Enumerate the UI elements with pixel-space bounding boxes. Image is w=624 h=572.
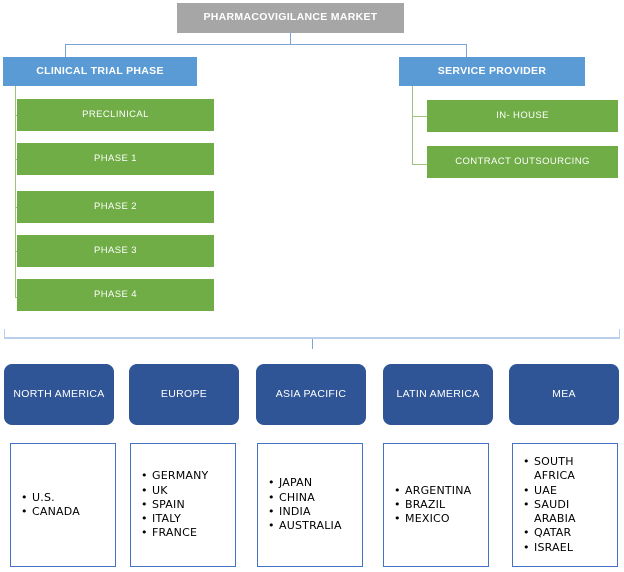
country-list-item: BRAZIL xyxy=(394,498,484,513)
region-node-latin-america: LATIN AMERICA xyxy=(383,364,493,425)
connector-service-to-in-house xyxy=(412,116,427,117)
region-node-europe: EUROPE xyxy=(129,364,239,425)
country-list-item: SPAIN xyxy=(141,498,231,513)
connector-root-horizontal xyxy=(65,44,467,45)
branch-node-clinical-trial-phase: CLINICAL TRIAL PHASE xyxy=(3,57,197,86)
leaf-node-phase-1: PHASE 1 xyxy=(17,143,214,175)
connector-to-clinical-trial-phase xyxy=(65,44,66,58)
region-node-asia-pacific: ASIA PACIFIC xyxy=(256,364,366,425)
connector-to-service-provider xyxy=(466,44,467,58)
country-list-items: JAPANCHINAINDIAAUSTRALIA xyxy=(258,476,362,533)
country-list-item: CHINA xyxy=(268,491,358,506)
country-list-item: QATAR xyxy=(523,526,613,541)
country-list-items: ARGENTINABRAZILMEXICO xyxy=(384,484,488,527)
root-node-pharmacovigilance-market: PHARMACOVIGILANCE MARKET xyxy=(177,3,404,33)
country-list-item: AUSTRALIA xyxy=(268,519,358,534)
country-list-items: SOUTH AFRICAUAESAUDI ARABIAQATARISRAEL xyxy=(513,455,617,555)
country-list-item: UAE xyxy=(523,484,613,499)
connector-regional-bracket xyxy=(4,337,620,339)
country-list-item: JAPAN xyxy=(268,476,358,491)
country-list-item: SOUTH AFRICA xyxy=(523,455,613,484)
leaf-node-phase-2: PHASE 2 xyxy=(17,191,214,223)
connector-regional-bracket-center-stem xyxy=(312,339,313,349)
country-list-item: MEXICO xyxy=(394,512,484,527)
country-list-mea: SOUTH AFRICAUAESAUDI ARABIAQATARISRAEL xyxy=(512,443,618,567)
country-list-item: CANADA xyxy=(21,505,111,520)
connector-service-to-contract-outsourcing xyxy=(412,164,427,165)
country-list-item: UK xyxy=(141,484,231,499)
region-node-north-america: NORTH AMERICA xyxy=(4,364,114,425)
country-list-item: ITALY xyxy=(141,512,231,527)
leaf-node-phase-4: PHASE 4 xyxy=(17,279,214,311)
country-list-europe: GERMANYUKSPAINITALYFRANCE xyxy=(130,443,236,567)
region-node-mea: MEA xyxy=(509,364,619,425)
leaf-node-in-house: IN- HOUSE xyxy=(427,100,618,132)
connector-root-stem xyxy=(290,33,291,44)
country-list-item: GERMANY xyxy=(141,469,231,484)
connector-clinical-trunk xyxy=(15,86,16,298)
connector-regional-bracket-right-tick xyxy=(619,329,620,338)
country-list-latin-america: ARGENTINABRAZILMEXICO xyxy=(383,443,489,567)
country-list-item: FRANCE xyxy=(141,526,231,541)
country-list-items: GERMANYUKSPAINITALYFRANCE xyxy=(131,469,235,541)
country-list-item: INDIA xyxy=(268,505,358,520)
country-list-asia-pacific: JAPANCHINAINDIAAUSTRALIA xyxy=(257,443,363,567)
country-list-item: ISRAEL xyxy=(523,541,613,556)
connector-regional-bracket-left-tick xyxy=(4,329,5,338)
country-list-item: U.S. xyxy=(21,491,111,506)
country-list-item: SAUDI ARABIA xyxy=(523,498,613,527)
country-list-item: ARGENTINA xyxy=(394,484,484,499)
leaf-node-phase-3: PHASE 3 xyxy=(17,235,214,267)
branch-node-service-provider: SERVICE PROVIDER xyxy=(399,57,585,86)
leaf-node-preclinical: PRECLINICAL xyxy=(17,99,214,131)
leaf-node-contract-outsourcing: CONTRACT OUTSOURCING xyxy=(427,146,618,178)
country-list-north-america: U.S.CANADA xyxy=(10,443,116,567)
country-list-items: U.S.CANADA xyxy=(11,491,115,520)
connector-service-trunk xyxy=(412,86,413,165)
